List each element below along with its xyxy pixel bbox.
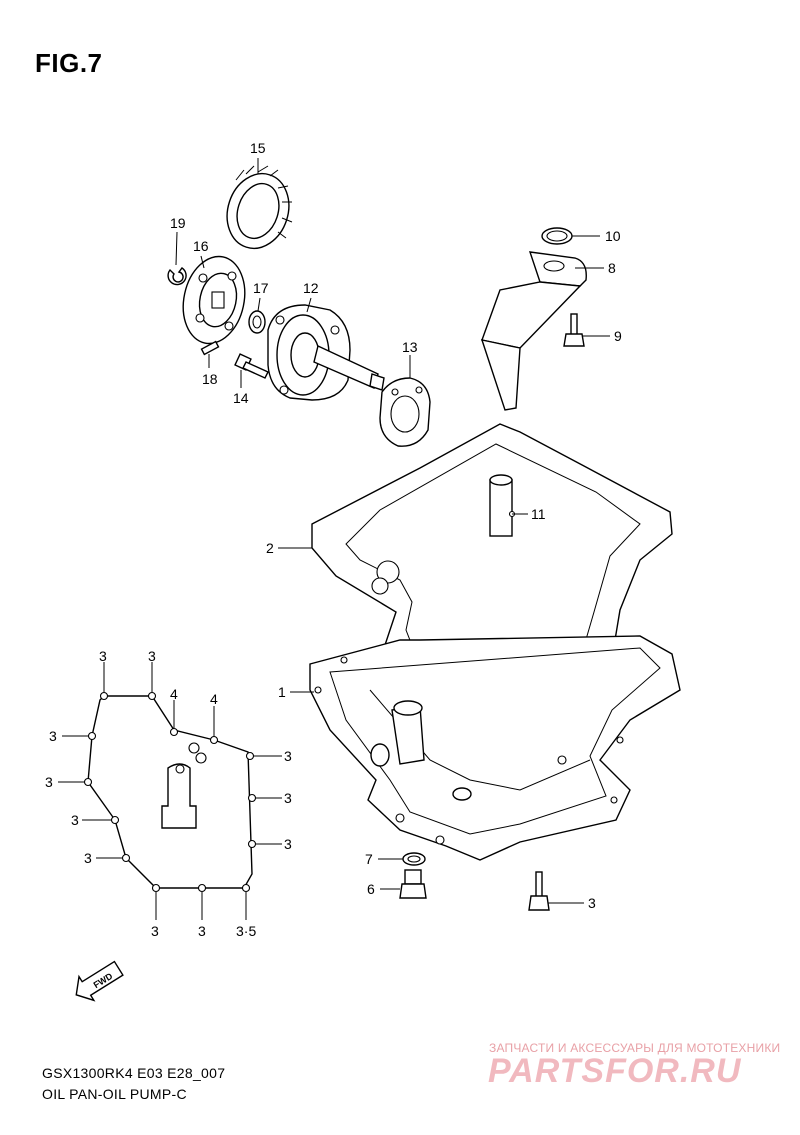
part-19-circlip <box>167 267 187 286</box>
gasket-callout-left-1: 3 <box>49 728 57 744</box>
watermark-tagline: ЗАПЧАСТИ И АКСЕССУАРЫ ДЛЯ МОТОТЕХНИКИ <box>489 1041 781 1055</box>
part-14-bolt <box>234 353 269 379</box>
bolt-location-points <box>83 691 257 893</box>
gasket-callout-top-3: 4 <box>170 686 178 702</box>
leader-19 <box>175 231 178 266</box>
part-1-oil-pan <box>309 635 681 861</box>
gasket-callout-right-2: 3 <box>284 790 292 806</box>
callout-1: 1 <box>278 684 286 700</box>
leader-16 <box>200 255 205 269</box>
gasket-callout-bottom-3: 3·5 <box>236 923 256 939</box>
callout-17: 17 <box>253 280 269 296</box>
callout-7: 7 <box>365 851 373 867</box>
callout-10: 10 <box>605 228 621 244</box>
gasket-callout-right-1: 3 <box>284 748 292 764</box>
leader-12 <box>306 297 312 313</box>
gasket-callout-left-2: 3 <box>45 774 53 790</box>
callout-8: 8 <box>608 260 616 276</box>
callout-19: 19 <box>170 215 186 231</box>
part-18-pin <box>200 340 220 356</box>
callout-2: 2 <box>266 540 274 556</box>
part-17-washer <box>248 310 266 334</box>
callout-13: 13 <box>402 339 418 355</box>
part-3-bolt <box>528 871 550 911</box>
gasket-callout-top-2: 3 <box>148 648 156 664</box>
callout-18: 18 <box>202 371 218 387</box>
gasket-callout-top-4: 4 <box>210 691 218 707</box>
callout-15: 15 <box>250 140 266 156</box>
gasket-callout-bottom-2: 3 <box>198 923 206 939</box>
bolt-location-outline <box>58 662 282 920</box>
diagram-subtitle: OIL PAN-OIL PUMP-C <box>42 1086 187 1102</box>
part-13-pump-gasket <box>379 377 431 447</box>
callout-9: 9 <box>614 328 622 344</box>
part-16-driven-gear <box>182 255 246 345</box>
watermark-logo: PARTSFOR.RU <box>488 1052 742 1090</box>
callout-16: 16 <box>193 238 209 254</box>
fwd-arrow-icon: FWD <box>75 960 124 1002</box>
figure-title: FIG.7 <box>35 48 103 78</box>
part-11-dowel <box>489 474 516 537</box>
part-8-oil-strainer <box>480 251 587 411</box>
model-code: GSX1300RK4 E03 E28_007 <box>42 1065 226 1081</box>
callout-3-bolt: 3 <box>588 895 596 911</box>
part-9-bolt <box>563 313 585 347</box>
gasket-callout-bottom-1: 3 <box>151 923 159 939</box>
gasket-callout-left-3: 3 <box>71 812 79 828</box>
part-10-o-ring <box>541 227 573 245</box>
part-12-oil-pump <box>267 304 385 401</box>
part-6-drain-plug <box>399 869 427 899</box>
callout-14: 14 <box>233 390 249 406</box>
gasket-callout-top-1: 3 <box>99 648 107 664</box>
callout-11: 11 <box>531 506 546 522</box>
gasket-callout-left-4: 3 <box>84 850 92 866</box>
callout-6: 6 <box>367 881 375 897</box>
callout-12: 12 <box>303 280 319 296</box>
part-15-ring-gear <box>226 165 293 250</box>
gasket-callout-right-3: 3 <box>284 836 292 852</box>
part-7-washer <box>402 852 426 866</box>
leader-17 <box>257 297 261 312</box>
